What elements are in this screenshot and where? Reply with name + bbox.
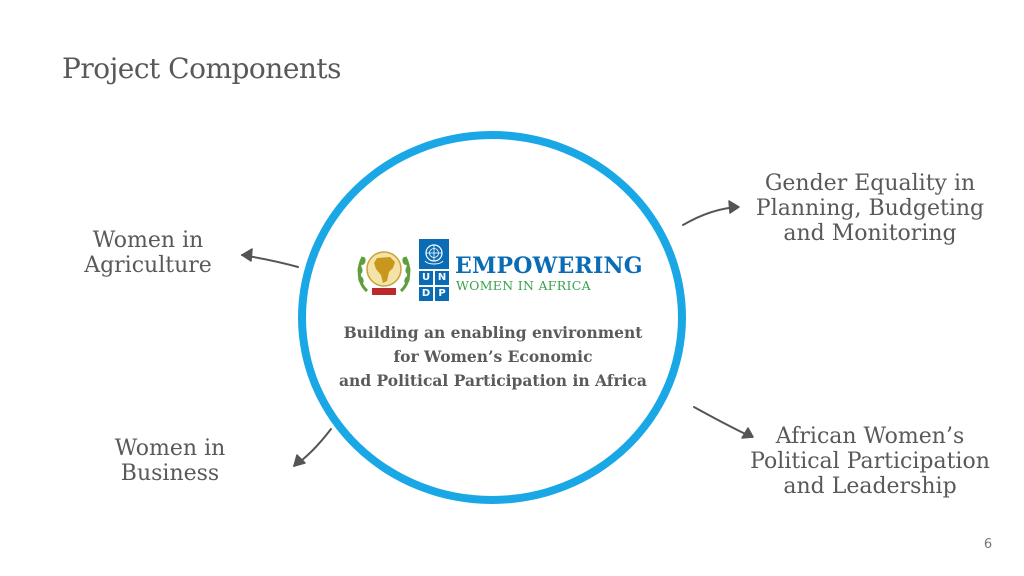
undp-letter: U bbox=[419, 271, 433, 285]
component-political-participation: African Women’s Political Participation … bbox=[750, 424, 990, 499]
brand-empowering: EMPOWERING bbox=[455, 253, 643, 279]
undp-letters: U N D P bbox=[419, 271, 449, 301]
undp-logo: U N D P bbox=[419, 239, 449, 301]
component-women-in-business: Women in Business bbox=[114, 436, 226, 486]
undp-letter: P bbox=[435, 287, 449, 301]
african-union-seal-icon bbox=[357, 251, 411, 295]
un-emblem-icon bbox=[419, 239, 449, 269]
center-circle bbox=[298, 131, 686, 504]
brand-women-in-africa: WOMEN IN AFRICA bbox=[456, 278, 591, 293]
undp-letter: D bbox=[419, 287, 433, 301]
arrowhead-business-icon bbox=[293, 454, 306, 467]
arrowhead-political-icon bbox=[741, 427, 754, 439]
component-gender-equality: Gender Equality in Planning, Budgeting a… bbox=[755, 171, 985, 246]
page-number: 6 bbox=[983, 537, 993, 552]
arrowhead-gender-equality-icon bbox=[728, 200, 740, 214]
slide-title: Project Components bbox=[62, 52, 342, 85]
center-tagline: Building an enabling environment for Wom… bbox=[339, 323, 647, 390]
component-women-in-agriculture: Women in Agriculture bbox=[84, 228, 212, 278]
partner-logos: U N D P EMPOWERING WOMEN IN AFRICA bbox=[355, 239, 643, 305]
undp-letter: N bbox=[435, 271, 449, 285]
arrowhead-agriculture-icon bbox=[241, 248, 253, 262]
